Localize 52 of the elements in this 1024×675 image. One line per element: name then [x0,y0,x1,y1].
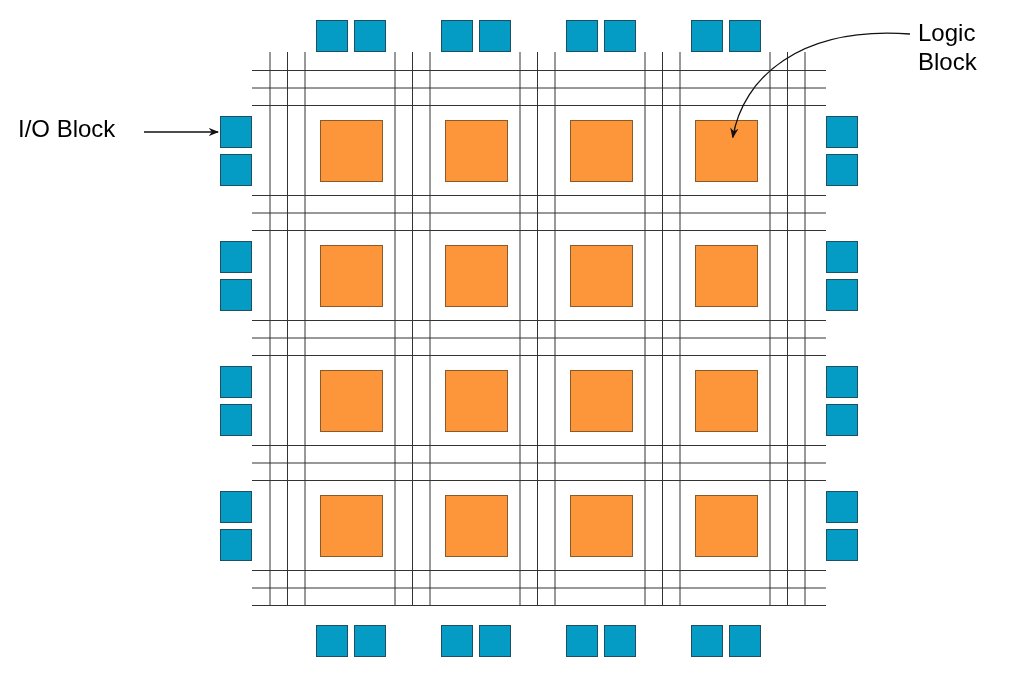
logic-block [695,120,758,182]
logic-block [695,370,758,432]
logic-block [445,495,508,557]
callout-label: I/O Block [18,114,116,143]
logic-block [320,245,383,307]
logic-block [445,120,508,182]
logic-block [320,495,383,557]
logic-block [320,120,383,182]
io-block [826,116,858,148]
io-block [220,404,252,436]
io-block [220,529,252,561]
logic-block [570,120,633,182]
io-block [220,241,252,273]
io-block [826,154,858,186]
io-block [826,529,858,561]
io-block [316,20,348,52]
logic-block [320,370,383,432]
callout-label: Logic Block [918,18,978,76]
io-block [826,241,858,273]
leader-arrow [730,32,911,139]
io-block [220,116,252,148]
io-block [220,491,252,523]
io-block [441,20,473,52]
io-block [826,404,858,436]
logic-block [695,495,758,557]
io-block [479,625,511,657]
io-block [441,625,473,657]
logic-block [570,245,633,307]
io-block [729,625,761,657]
io-block [220,154,252,186]
io-block [316,625,348,657]
io-block [604,20,636,52]
io-block [691,625,723,657]
logic-block [695,245,758,307]
logic-block [570,370,633,432]
io-block [220,366,252,398]
io-block [826,491,858,523]
io-block [826,279,858,311]
io-block [566,625,598,657]
logic-block [445,245,508,307]
io-block [566,20,598,52]
io-block [604,625,636,657]
io-block [691,20,723,52]
io-block [354,20,386,52]
io-block [826,366,858,398]
logic-block [445,370,508,432]
io-block [220,279,252,311]
io-block [354,625,386,657]
io-block [479,20,511,52]
logic-block [570,495,633,557]
leader-arrow [143,127,220,137]
io-block [729,20,761,52]
